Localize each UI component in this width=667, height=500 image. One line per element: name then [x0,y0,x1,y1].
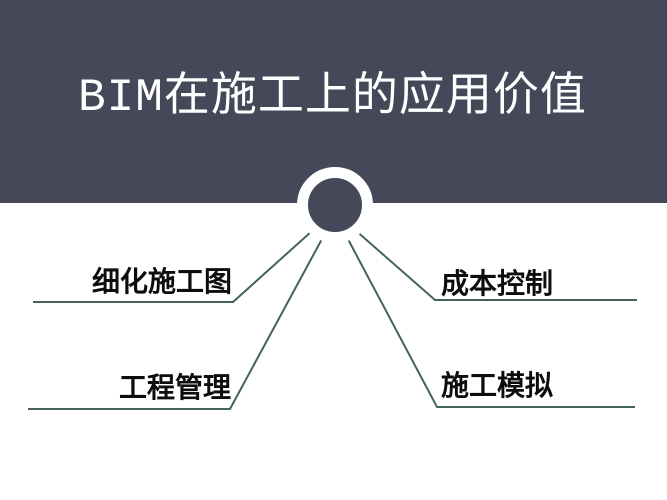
slide-title: BIM在施工上的应用价值 [78,72,587,124]
node-label-top-right: 成本控制 [441,268,554,299]
node-label-top-left: 细化施工图 [92,266,233,297]
connector-top-right [345,221,637,301]
node-label-bottom-right: 施工模拟 [441,370,554,401]
node-label-bottom-left: 工程管理 [119,372,232,403]
connector-top-left [33,221,323,303]
connector-bottom-right [340,225,635,408]
connector-bottom-left [28,225,330,410]
hub-circle-node [297,167,373,243]
